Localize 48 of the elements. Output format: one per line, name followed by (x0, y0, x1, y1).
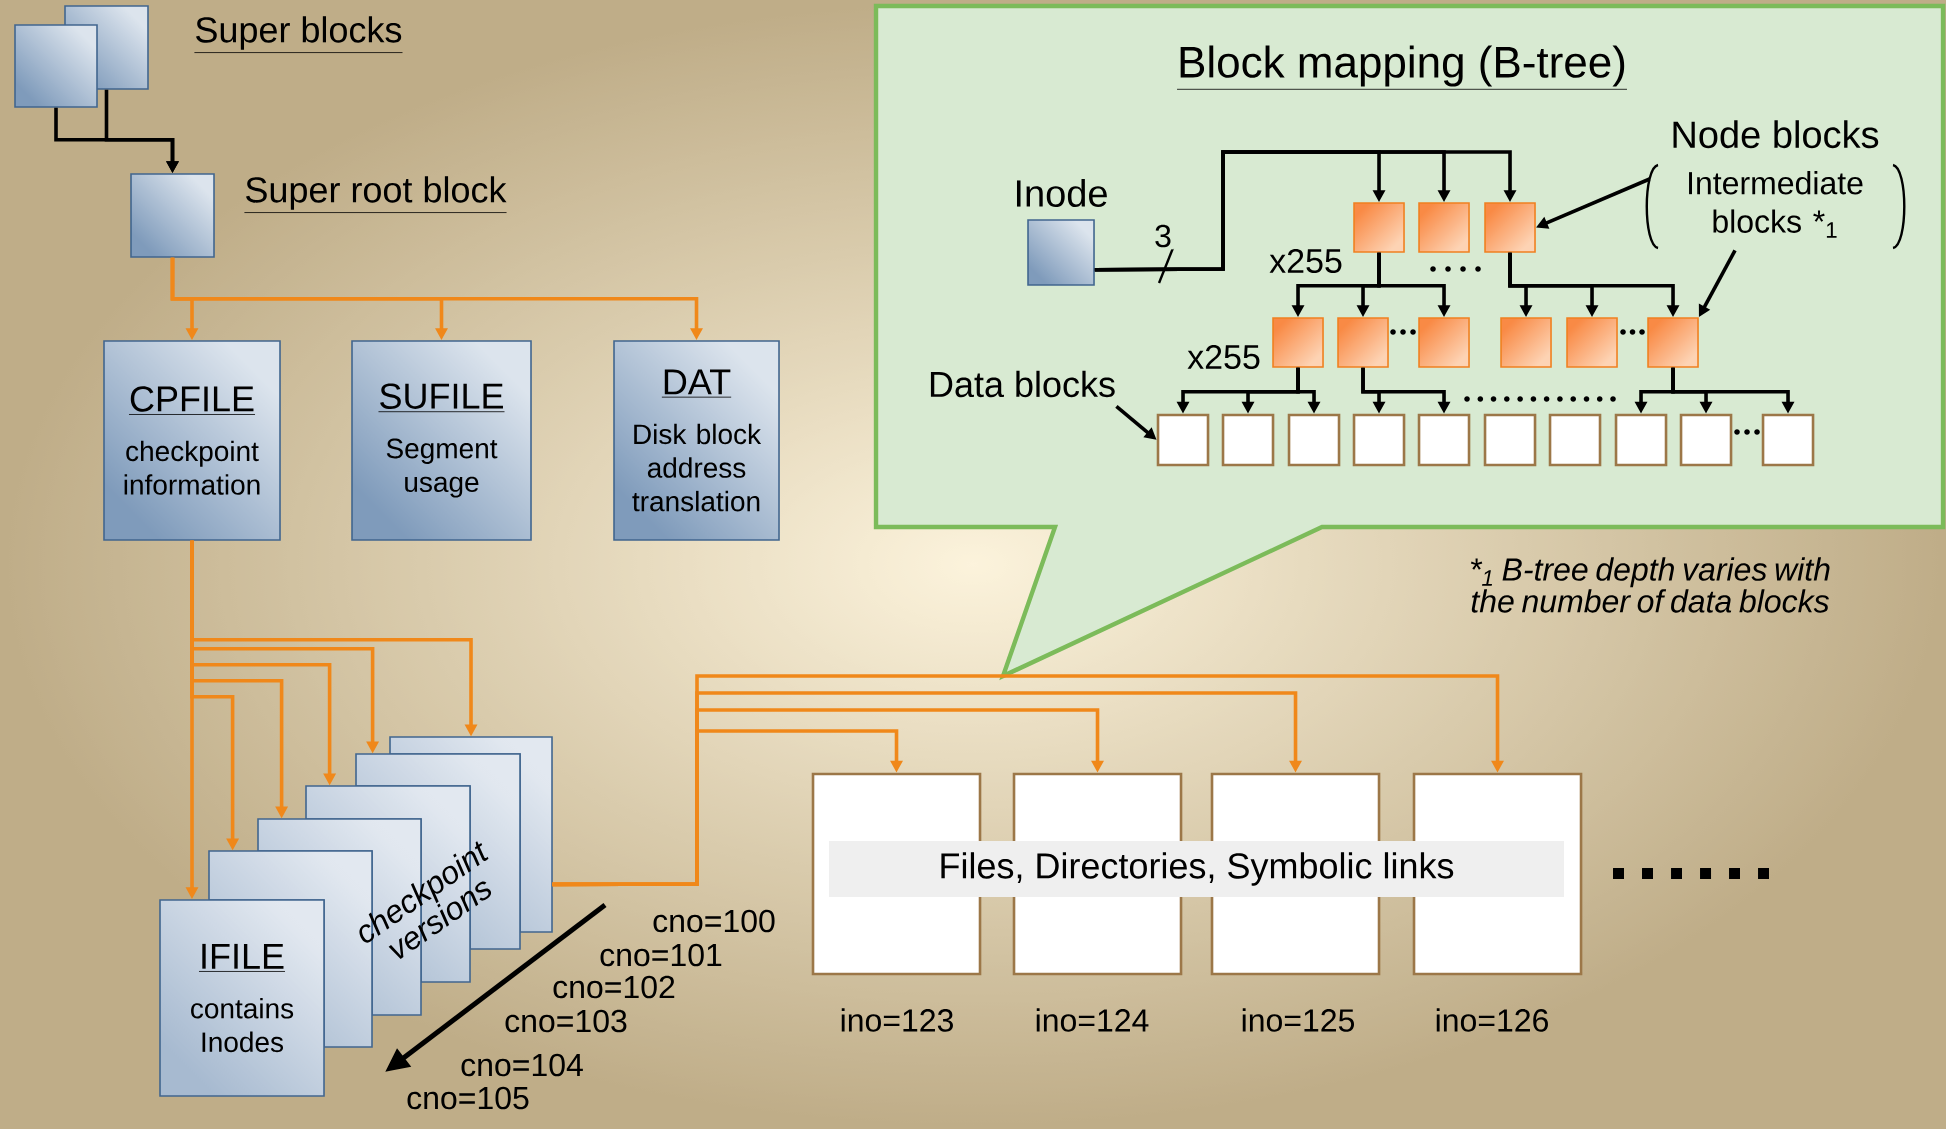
node-label: ino=124 (1036, 1008, 1149, 1032)
file-box: SUFILE Segment usage (351, 340, 532, 541)
file-box: DAT Disk block address translation (613, 340, 780, 541)
multiplier-label: x255 (1187, 344, 1260, 370)
block-square (130, 173, 215, 258)
edge-label: 3 (1152, 222, 1174, 250)
version-label: cno=101 (600, 943, 722, 967)
data-block (1679, 413, 1733, 467)
file-box: CPFILE checkpoint information (103, 340, 281, 541)
node-block (1647, 317, 1699, 368)
node-label: Super blocks (194, 16, 403, 53)
node-block (1500, 317, 1552, 368)
node-label: Super root block (244, 176, 507, 213)
node-block (1418, 202, 1470, 253)
node-block (1484, 202, 1536, 253)
data-block (1761, 413, 1815, 467)
node-block (1353, 202, 1405, 253)
data-block (1548, 413, 1602, 467)
footnote: *$_{1}$ B-tree depth varies with the number of data blocks (1470, 557, 1830, 613)
annotation-text: Data blocks (930, 370, 1115, 398)
block-square (14, 24, 98, 108)
node-block (1272, 317, 1324, 368)
data-block (1287, 413, 1341, 467)
node-block (1418, 317, 1470, 368)
node-block (1337, 317, 1389, 368)
version-label: cno=104 (461, 1053, 583, 1077)
data-block (1156, 413, 1210, 467)
node-label: Inode (1017, 179, 1107, 207)
data-block (1221, 413, 1275, 467)
data-block (1483, 413, 1537, 467)
version-label: cno=102 (553, 975, 675, 999)
node-label: ino=126 (1436, 1008, 1548, 1032)
arrow (1094, 150, 1517, 272)
data-block (1352, 413, 1406, 467)
version-label: cno=103 (505, 1009, 627, 1033)
data-block (1417, 413, 1471, 467)
block-square (1027, 219, 1095, 286)
data-block (1614, 413, 1668, 467)
node-label: ino=125 (1242, 1008, 1355, 1032)
node-label: ino=123 (841, 1008, 953, 1032)
multiplier-label: x255 (1269, 248, 1342, 274)
version-label: cno=105 (407, 1086, 529, 1110)
checkpoint-page: IFILE contains Inodes (159, 899, 325, 1097)
node-block (1566, 317, 1618, 368)
arrow (552, 674, 1504, 887)
text-band: Files, Directories, Symbolic links (829, 841, 1565, 897)
annotation-text: Node blocks Intermediate blocks *$_{1}$ (1673, 120, 1879, 238)
version-label: cno=100 (653, 909, 775, 933)
